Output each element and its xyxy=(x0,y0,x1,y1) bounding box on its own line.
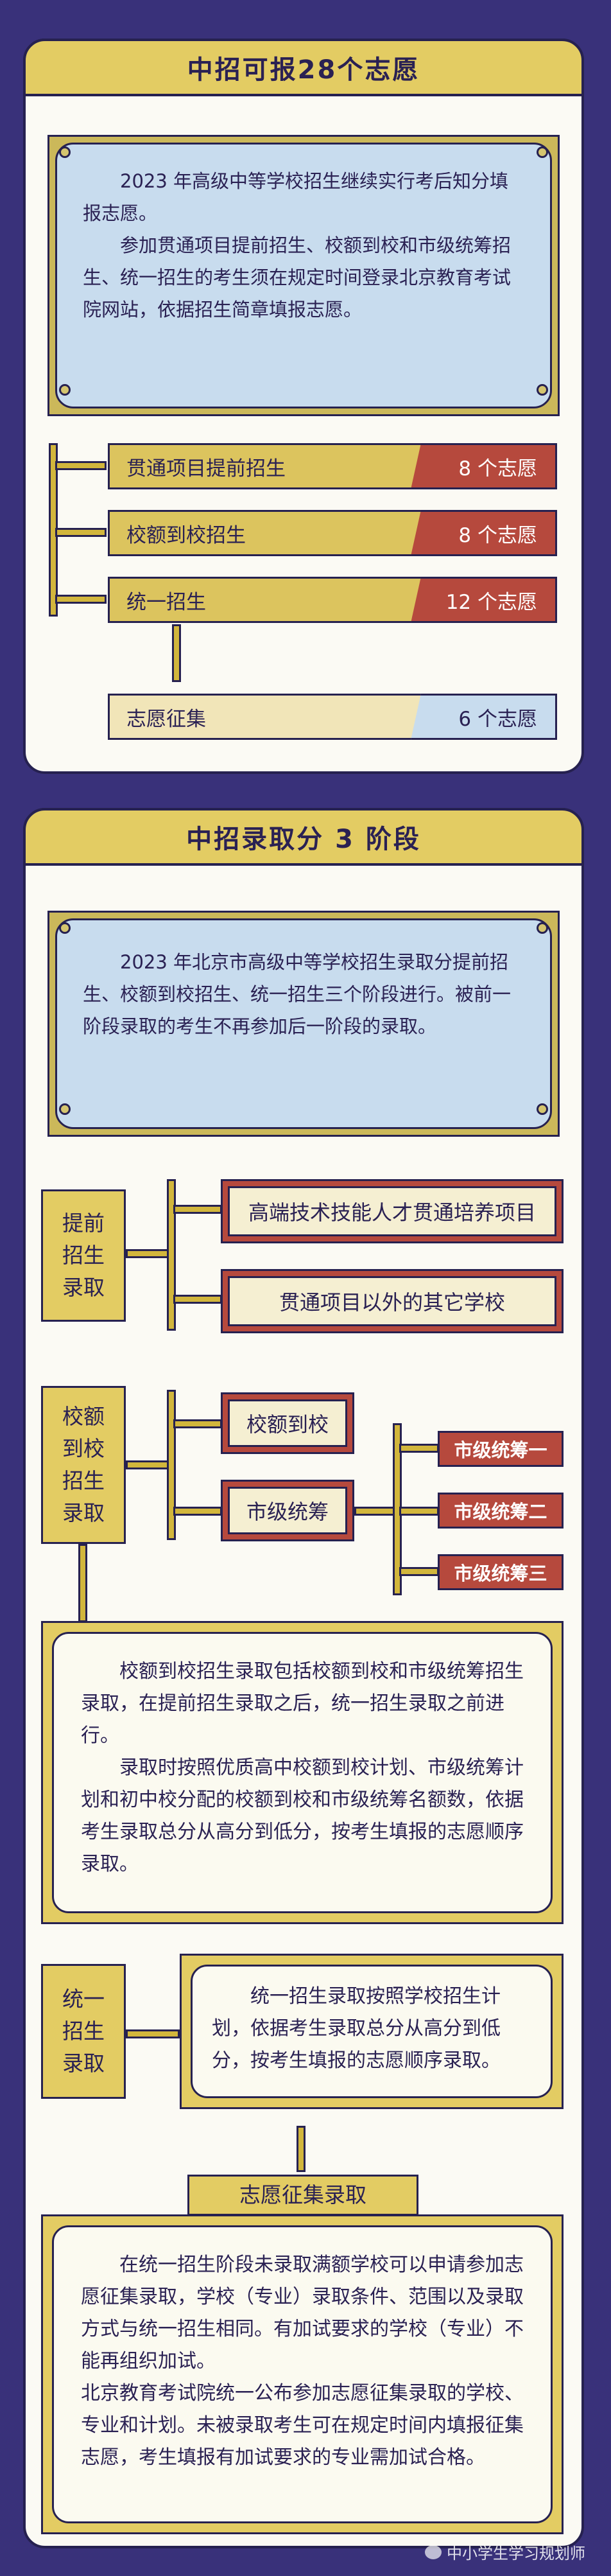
early-admission-label: 提前 招生 录取 xyxy=(41,1189,126,1322)
quota-desc-paragraph: 校额到校招生录取包括校额到校和市级统筹招生录取，在提前招生录取之后，统一招生录取… xyxy=(81,1660,524,1747)
city-sub-item-2: 市级统筹二 xyxy=(438,1493,564,1529)
plate-rivet xyxy=(59,922,71,934)
plate-rivet xyxy=(59,1103,71,1115)
connector-line xyxy=(173,1507,222,1516)
quota-admission-label: 校额 到校 招生 录取 xyxy=(41,1386,126,1544)
section2-intro: 2023 年北京市高级中等学校招生录取分提前招生、校额到校招生、统一招生三个阶段… xyxy=(55,918,552,1129)
city-sub-item-3: 市级统筹三 xyxy=(438,1554,564,1590)
intro-paragraph: 2023 年高级中等学校招生继续实行考后知分填报志愿。 xyxy=(83,170,509,224)
unified-desc-paragraph: 统一招生录取按照学校招生计划，依据考生录取总分从高分到低分，按考生填报的志愿顺序… xyxy=(212,1985,501,2072)
connector-line xyxy=(173,1419,222,1428)
wechat-icon xyxy=(425,2545,442,2559)
watermark: 中小学生学习规划师 xyxy=(425,2541,585,2563)
row-quota-count: 8 个志愿 xyxy=(411,510,557,556)
row-collection-count: 6 个志愿 xyxy=(411,694,557,740)
connector-line xyxy=(55,595,107,604)
connector-line xyxy=(172,624,181,682)
row-early-count: 8 个志愿 xyxy=(411,443,557,489)
collection-description: 在统一招生阶段未录取满额学校可以申请参加志愿征集录取，学校（专业）录取条件、范围… xyxy=(41,2214,564,2534)
collection-admission-label: 志愿征集录取 xyxy=(187,2175,418,2216)
collection-desc-paragraph: 北京教育考试院统一公布参加志愿征集录取的学校、专业和计划。未被录取考生可在规定时… xyxy=(81,2382,524,2469)
collection-desc-paragraph: 在统一招生阶段未录取满额学校可以申请参加志愿征集录取，学校（专业）录取条件、范围… xyxy=(81,2254,524,2372)
connector-line xyxy=(297,2126,306,2172)
quota-item-city: 市级统筹 xyxy=(221,1480,354,1541)
connector-line xyxy=(78,1544,87,1622)
connector-line xyxy=(173,1295,222,1304)
intro-paragraph: 2023 年北京市高级中等学校招生录取分提前招生、校额到校招生、统一招生三个阶段… xyxy=(83,951,512,1037)
connector-line xyxy=(399,1567,439,1576)
plate-rivet xyxy=(59,146,71,158)
connector-line xyxy=(126,2029,180,2038)
section1-intro: 2023 年高级中等学校招生继续实行考后知分填报志愿。 参加贯通项目提前招生、校… xyxy=(55,143,552,408)
connector-line xyxy=(55,528,107,537)
section2-title: 中招录取分 3 阶段 xyxy=(23,808,584,866)
row-quota-name: 校额到校招生 xyxy=(108,510,436,556)
connector-line xyxy=(399,1444,439,1453)
connector-line xyxy=(126,1249,171,1258)
plate-rivet xyxy=(537,922,548,934)
early-item-other-schools: 贯通项目以外的其它学校 xyxy=(221,1269,564,1333)
connector-line xyxy=(167,1390,176,1540)
row-unified-count: 12 个志愿 xyxy=(411,577,557,623)
plate-rivet xyxy=(537,1103,548,1115)
quota-description: 校额到校招生录取包括校额到校和市级统筹招生录取，在提前招生录取之后，统一招生录取… xyxy=(41,1621,564,1924)
connector-line xyxy=(354,1507,397,1516)
connector-line xyxy=(126,1460,171,1469)
quota-desc-paragraph: 录取时按照优质高中校额到校计划、市级统筹计划和初中校分配的校额到校和市级统筹名额… xyxy=(81,1757,524,1875)
row-collection-name: 志愿征集 xyxy=(108,694,436,740)
connector-line xyxy=(167,1179,176,1331)
plate-rivet xyxy=(59,384,71,396)
city-sub-item-1: 市级统筹一 xyxy=(438,1431,564,1467)
connector-line xyxy=(399,1507,439,1516)
unified-description: 统一招生录取按照学校招生计划，依据考生录取总分从高分到低分，按考生填报的志愿顺序… xyxy=(180,1954,564,2109)
intro-paragraph: 参加贯通项目提前招生、校额到校和市级统筹招生、统一招生的考生须在规定时间登录北京… xyxy=(83,234,512,320)
plate-rivet xyxy=(537,384,548,396)
quota-item-school: 校额到校 xyxy=(221,1392,354,1454)
connector-line xyxy=(55,461,107,470)
watermark-text: 中小学生学习规划师 xyxy=(447,2545,585,2563)
section1-title: 中招可报28个志愿 xyxy=(23,39,584,96)
row-unified-name: 统一招生 xyxy=(108,577,436,623)
row-early-name: 贯通项目提前招生 xyxy=(108,443,436,489)
early-item-vocational: 高端技术技能人才贯通培养项目 xyxy=(221,1179,564,1243)
unified-admission-label: 统一 招生 录取 xyxy=(41,1964,126,2099)
connector-line xyxy=(173,1205,222,1214)
plate-rivet xyxy=(537,146,548,158)
